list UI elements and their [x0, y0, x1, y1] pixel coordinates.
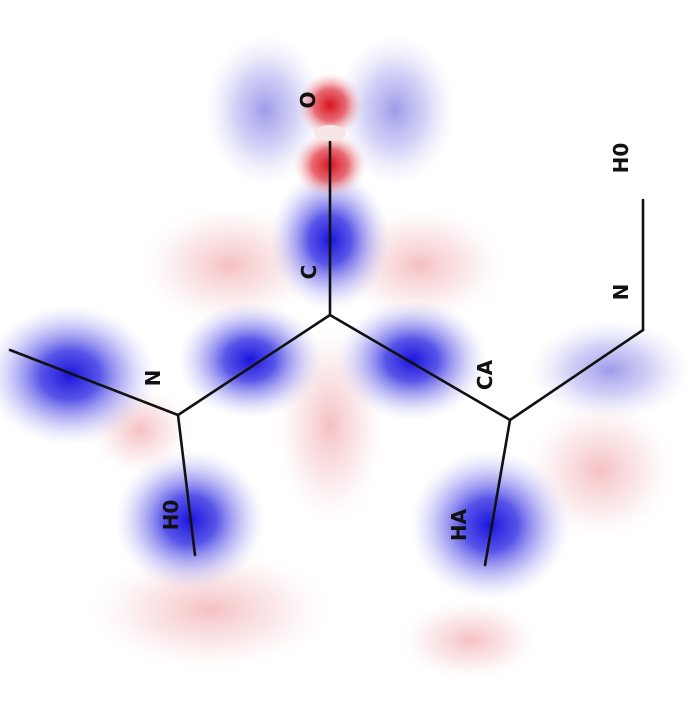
bond-ca-n — [508, 328, 645, 422]
label-ca: CA — [473, 359, 497, 390]
label-n-left: N — [141, 370, 165, 387]
bond-skeleton — [8, 140, 645, 567]
bond-n-left — [8, 348, 180, 417]
label-n-right: N — [609, 284, 633, 301]
bond-n-h0 — [176, 413, 197, 557]
label-h0-right: H0 — [609, 143, 633, 174]
label-o: O — [296, 91, 320, 108]
bond-ca-ha — [483, 418, 512, 567]
label-h0-left: H0 — [159, 500, 183, 531]
bond-c-n — [176, 313, 332, 417]
label-ha: HA — [447, 508, 471, 541]
atom-labels: O C N H0 CA HA N H0 — [141, 91, 633, 541]
positive-lobes-faint — [90, 205, 675, 680]
label-c: C — [297, 265, 321, 280]
bond-c-ca — [328, 313, 512, 422]
